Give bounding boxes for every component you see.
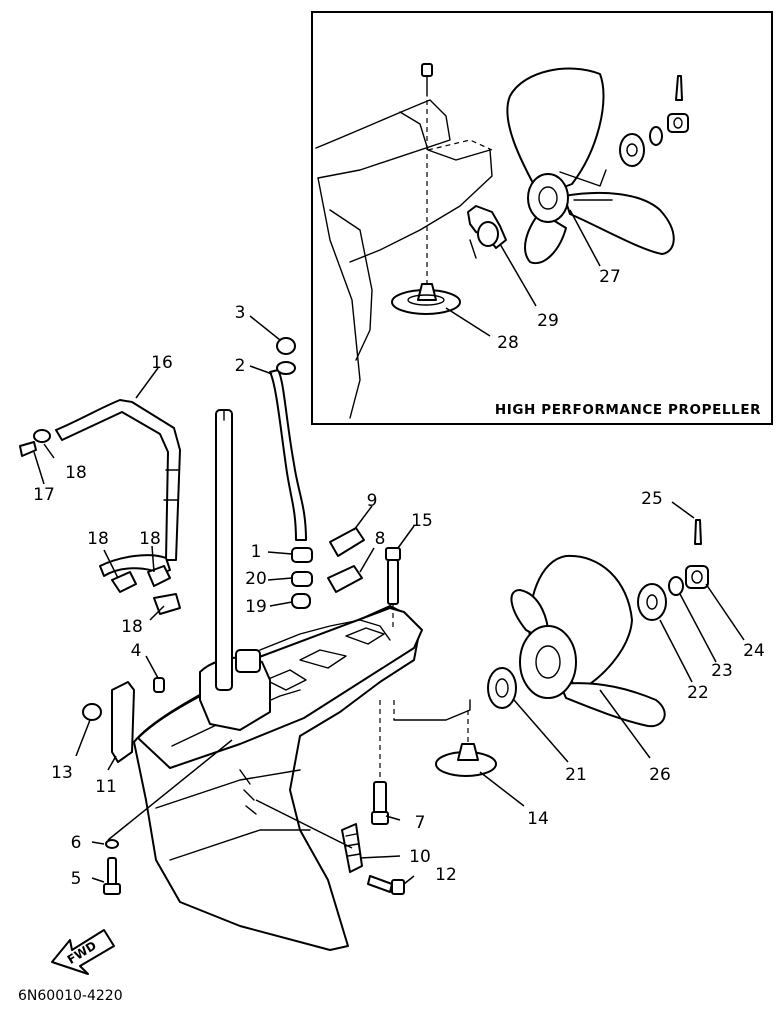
anode-11 (111, 681, 135, 763)
figure-code: 6N60010-4220 (18, 988, 123, 1004)
prop-hardware-22-25 (637, 519, 709, 621)
fwd-arrow-icon: FWD (51, 929, 115, 975)
callout-10: 10 (409, 847, 431, 867)
hose-16 (55, 399, 181, 561)
trim-tab-14 (435, 710, 497, 777)
inset-anode-bolt (421, 63, 433, 288)
propeller-26 (510, 554, 666, 728)
inset-gearcase (315, 99, 493, 419)
high-performance-propeller-inset (311, 11, 773, 425)
callout-11: 11 (95, 777, 117, 797)
callout-20: 20 (245, 569, 267, 589)
callout-19: 19 (245, 597, 267, 617)
callout-21: 21 (565, 765, 587, 785)
callout-1: 1 (251, 542, 262, 562)
callout-6: 6 (71, 833, 82, 853)
callout-22: 22 (687, 683, 709, 703)
callout-18-d: 18 (121, 617, 143, 637)
fittings-17-18 (19, 429, 181, 615)
nut-13 (82, 703, 102, 721)
callout-14: 14 (527, 809, 549, 829)
callout-13: 13 (51, 763, 73, 783)
callout-5: 5 (71, 869, 82, 889)
callout-24: 24 (743, 641, 765, 661)
callout-28: 28 (497, 333, 519, 353)
grommet-stack (291, 547, 313, 609)
bolt-7 (371, 700, 389, 825)
inset-spacer-29 (467, 205, 507, 259)
leader-29 (499, 243, 537, 307)
callout-8: 8 (375, 529, 386, 549)
callout-2: 2 (235, 356, 246, 376)
water-tube-2 (269, 337, 307, 541)
callout-7: 7 (415, 813, 426, 833)
callout-17: 17 (33, 485, 55, 505)
leader-27 (569, 209, 601, 267)
bolt-5-washer-6 (103, 839, 121, 895)
callout-26: 26 (649, 765, 671, 785)
inset-trim-tab-28 (391, 283, 461, 315)
leader-lines (33, 315, 745, 885)
callout-15: 15 (411, 511, 433, 531)
callout-27: 27 (599, 267, 621, 287)
callout-9: 9 (367, 491, 378, 511)
inset-title: HIGH PERFORMANCE PROPELLER (495, 402, 761, 418)
callout-12: 12 (435, 865, 457, 885)
lower-unit-gearcase (133, 409, 471, 951)
callout-18-a: 18 (65, 463, 87, 483)
leader-28 (445, 307, 491, 337)
seals-8-9 (327, 527, 365, 593)
callout-labels: 1 2 3 4 5 6 7 8 9 10 11 12 13 14 15 16 1… (33, 267, 765, 889)
callout-18-b: 18 (87, 529, 109, 549)
callout-29: 29 (537, 311, 559, 331)
inset-propeller-27 (506, 67, 675, 265)
callout-4: 4 (131, 641, 142, 661)
callout-3: 3 (235, 303, 246, 323)
bolt-15 (385, 547, 401, 630)
thrust-washer-21 (487, 667, 517, 709)
callout-23: 23 (711, 661, 733, 681)
pin-4 (153, 677, 165, 693)
callout-18-c: 18 (139, 529, 161, 549)
callout-25: 25 (641, 489, 663, 509)
callout-16: 16 (151, 353, 173, 373)
inset-hardware (619, 75, 689, 167)
bolt-12 (367, 875, 405, 895)
